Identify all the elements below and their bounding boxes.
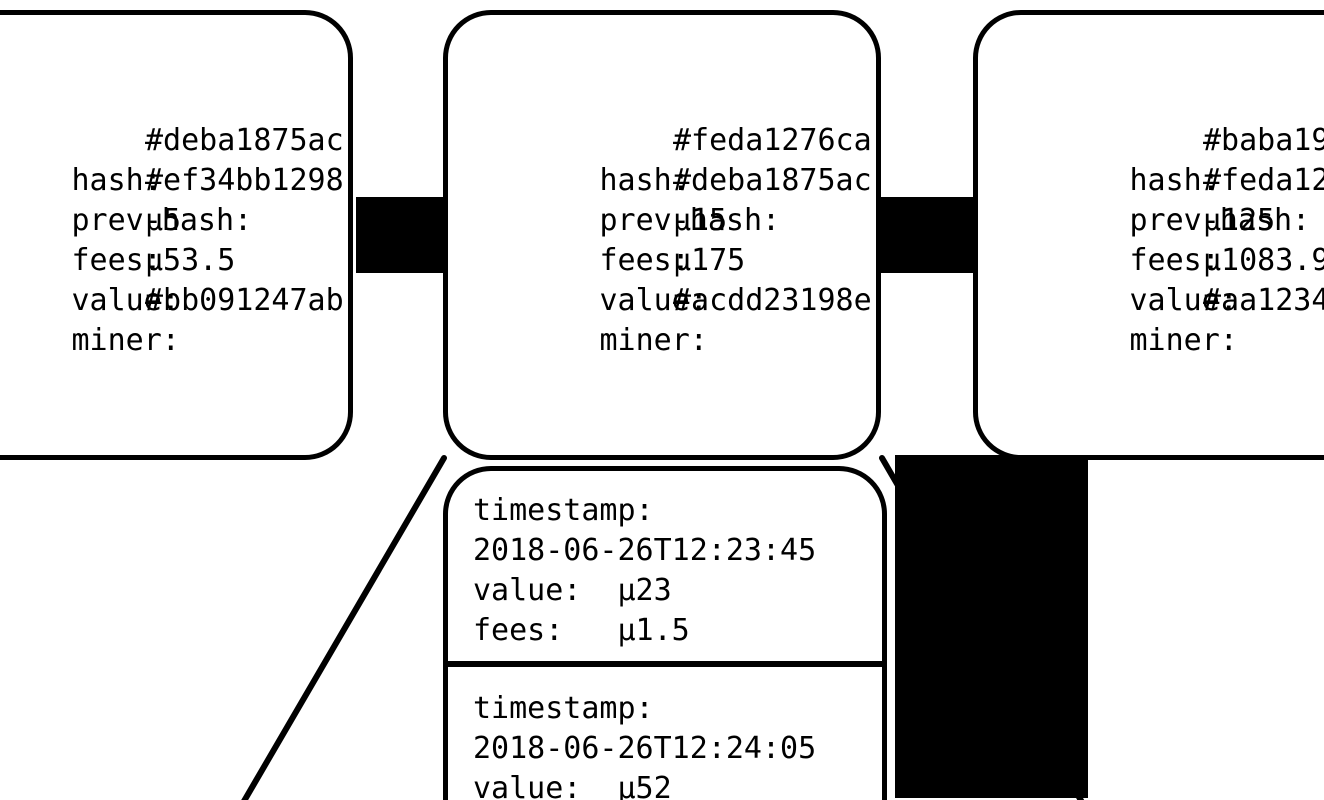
transactions-card: timestamp: 2018-06-26T12:23:45 value: µ2…	[443, 466, 887, 800]
block-fields: hash: #feda1276ca prev-hash: #deba1875ac…	[455, 121, 876, 358]
field-value: #bb091247ab	[145, 283, 344, 318]
field-value: µ125	[1203, 203, 1276, 238]
field-label: miner:	[71, 323, 180, 358]
transaction-item-1: timestamp: 2018-06-26T12:23:45 value: µ2…	[448, 471, 882, 661]
field-label: hash:	[599, 163, 690, 198]
field-row-miner: miner: #aa1234	[985, 281, 1324, 358]
field-row-fees: fees: µ5	[0, 201, 348, 278]
field-row-value: value: µ53.5	[0, 241, 348, 318]
block-fields: hash: #deba1875ac prev-hash: #ef34bb1298…	[0, 121, 348, 358]
block-card-current: hash: #feda1276ca prev-hash: #deba1875ac…	[443, 10, 881, 460]
field-value: µ15	[673, 203, 728, 238]
tx-fees: fees: µ1.5	[473, 613, 690, 648]
field-label: prev-hash:	[1129, 203, 1311, 238]
field-value: #baba19	[1203, 123, 1324, 158]
field-value: #deba1875ac	[673, 163, 872, 198]
tx-value: value: µ23	[473, 573, 672, 608]
tx-timestamp-value: 2018-06-26T12:23:45	[473, 533, 817, 568]
field-value: µ53.5	[145, 243, 236, 278]
transaction-item-2: timestamp: 2018-06-26T12:24:05 value: µ5…	[448, 661, 882, 800]
block-fields: hash: #baba19 prev-hash: #feda12 fees: µ…	[985, 121, 1324, 358]
field-row-hash: hash: #baba19	[985, 121, 1324, 198]
field-row-prev-hash: prev-hash: #feda12	[985, 161, 1324, 238]
tx-value: value: µ52	[473, 771, 672, 800]
field-label: miner:	[1129, 323, 1238, 358]
field-label: value:	[71, 283, 180, 318]
field-value: #ef34bb1298	[145, 163, 344, 198]
field-label: hash:	[71, 163, 162, 198]
field-row-prev-hash: prev-hash: #deba1875ac	[455, 161, 876, 238]
field-label: prev-hash:	[599, 203, 781, 238]
field-label: value:	[1129, 283, 1238, 318]
field-value: µ5	[145, 203, 182, 238]
field-label: fees:	[1129, 243, 1220, 278]
field-label: miner:	[599, 323, 708, 358]
field-value: #acdd23198e	[673, 283, 872, 318]
expand-line-left-icon	[241, 455, 447, 800]
field-value: µ175	[673, 243, 746, 278]
tx-timestamp-value: 2018-06-26T12:24:05	[473, 731, 817, 766]
block-card-next: hash: #baba19 prev-hash: #feda12 fees: µ…	[973, 10, 1324, 460]
chain-link-icon	[356, 197, 446, 273]
tx-timestamp-label: timestamp:	[473, 493, 654, 528]
field-value: #aa1234	[1203, 283, 1324, 318]
field-label: hash:	[1129, 163, 1220, 198]
field-row-miner: miner: #bb091247ab	[0, 281, 348, 358]
field-row-value: value: µ1083.9	[985, 241, 1324, 318]
field-label: value:	[599, 283, 708, 318]
chain-link-icon	[878, 197, 978, 273]
block-card-previous: hash: #deba1875ac prev-hash: #ef34bb1298…	[0, 10, 353, 460]
field-value: µ1083.9	[1203, 243, 1324, 278]
field-value: #deba1875ac	[145, 123, 344, 158]
field-label: fees:	[599, 243, 690, 278]
field-row-value: value: µ175	[455, 241, 876, 318]
field-row-hash: hash: #deba1875ac	[0, 121, 348, 198]
field-value: #feda1276ca	[673, 123, 872, 158]
blackout-region	[895, 455, 1088, 798]
field-row-hash: hash: #feda1276ca	[455, 121, 876, 198]
field-label: fees:	[71, 243, 162, 278]
field-value: #feda12	[1203, 163, 1324, 198]
field-label: prev-hash:	[71, 203, 253, 238]
field-row-fees: fees: µ15	[455, 201, 876, 278]
tx-timestamp-label: timestamp:	[473, 691, 654, 726]
field-row-prev-hash: prev-hash: #ef34bb1298	[0, 161, 348, 238]
field-row-miner: miner: #acdd23198e	[455, 281, 876, 358]
field-row-fees: fees: µ125	[985, 201, 1324, 278]
